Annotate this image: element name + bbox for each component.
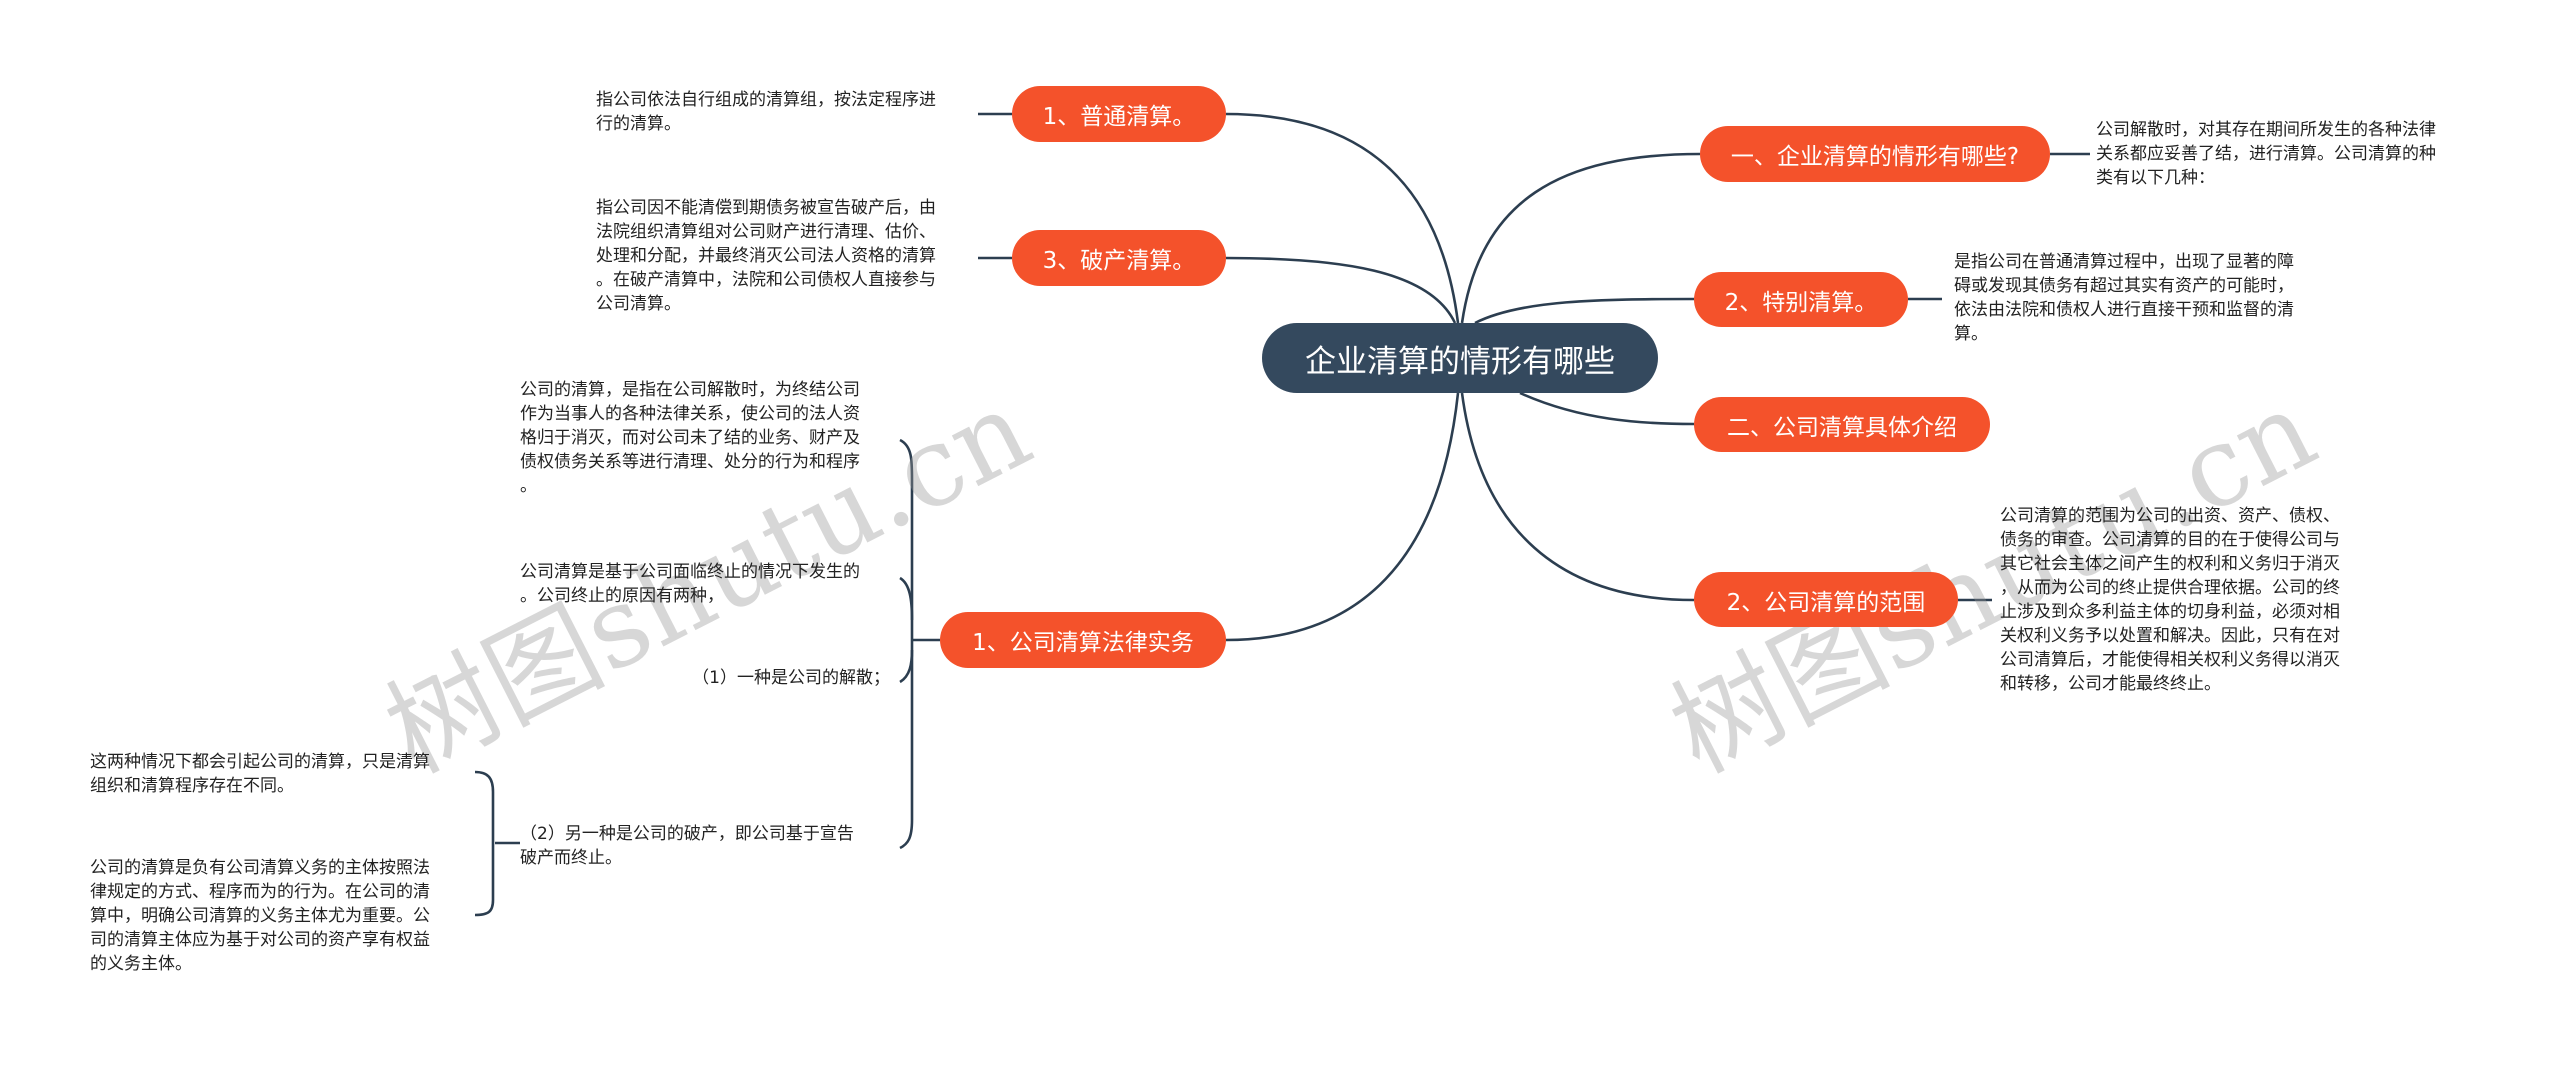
- branch-scope[interactable]: 2、公司清算的范围: [1694, 572, 1958, 627]
- branch-legal-practice[interactable]: 1、公司清算法律实务: [940, 612, 1226, 668]
- note-sub-subject: 公司的清算是负有公司清算义务的主体按照法 律规定的方式、程序而为的行为。在公司的…: [90, 858, 430, 974]
- branch-situations[interactable]: 一、企业清算的情形有哪些?: [1700, 126, 2050, 182]
- branch-detailed-intro[interactable]: 二、公司清算具体介绍: [1694, 397, 1990, 452]
- practice-bracket-tick-2: [899, 576, 914, 621]
- note-situations: 公司解散时，对其存在期间所发生的各种法律 关系都应妥善了结，进行清算。公司清算的…: [2096, 120, 2436, 188]
- practice-bracket: [899, 438, 914, 850]
- connector-root-situations: [1460, 152, 1701, 324]
- sub-bracket: [474, 770, 495, 917]
- note-bankruptcy-liquidation: 指公司因不能清偿到期债务被宣告破产后，由 法院组织清算组对公司财产进行清理、估价…: [596, 198, 936, 314]
- branch-special-liquidation[interactable]: 2、特别清算。: [1694, 272, 1908, 327]
- note-normal-liquidation: 指公司依法自行组成的清算组，按法定程序进 行的清算。: [596, 90, 936, 134]
- note-practice-bankruptcy: （2）另一种是公司的破产，即公司基于宣告 破产而终止。: [520, 824, 854, 868]
- connector-root-practice: [1225, 392, 1460, 642]
- note-practice-definition: 公司的清算，是指在公司解散时，为终结公司 作为当事人的各种法律关系，使公司的法人…: [520, 380, 860, 496]
- note-scope: 公司清算的范围为公司的出资、资产、债权、 债务的审查。公司清算的目的在于使得公司…: [2000, 506, 2340, 694]
- connector-root-intro: [1519, 391, 1695, 426]
- connector-root-special: [1474, 297, 1695, 325]
- note-practice-dissolution: （1）一种是公司的解散；: [692, 668, 890, 688]
- branch-normal-liquidation[interactable]: 1、普通清算。: [1012, 86, 1226, 142]
- connector-root-bankruptcy: [1225, 256, 1457, 324]
- note-special-liquidation: 是指公司在普通清算过程中，出现了显著的障 碍或发现其债务有超过其实有资产的可能时…: [1954, 252, 2294, 344]
- note-sub-difference: 这两种情况下都会引起公司的清算，只是清算 组织和清算程序存在不同。: [90, 752, 430, 796]
- connector-root-normal: [1225, 112, 1460, 324]
- note-practice-termination: 公司清算是基于公司面临终止的情况下发生的 。公司终止的原因有两种，: [520, 562, 860, 606]
- branch-bankruptcy-liquidation[interactable]: 3、破产清算。: [1012, 230, 1226, 286]
- root-node[interactable]: 企业清算的情形有哪些: [1262, 323, 1658, 393]
- connector-root-scope: [1460, 392, 1695, 602]
- practice-bracket-tick-3: [899, 649, 914, 684]
